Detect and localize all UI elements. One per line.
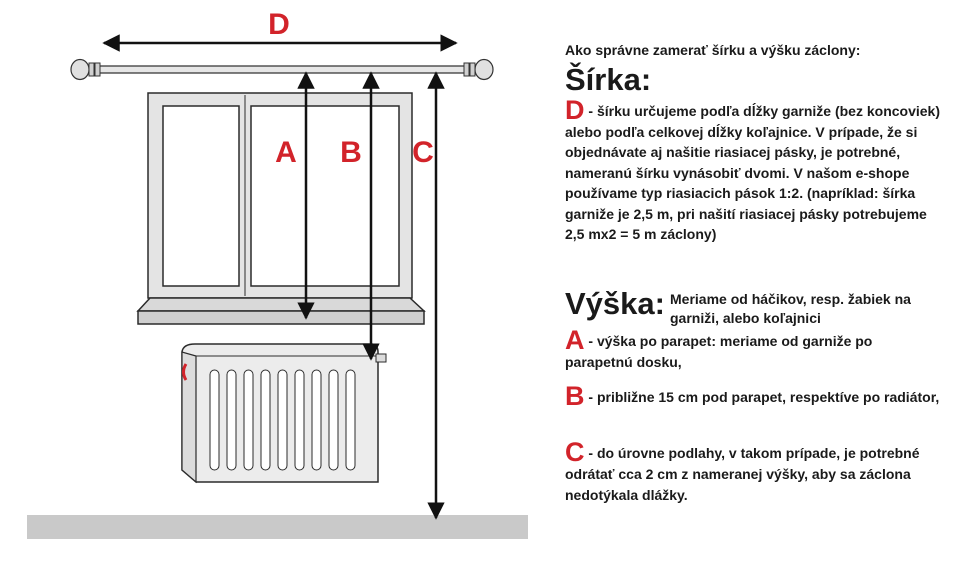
label-c: C	[412, 136, 434, 169]
width-heading: Šírka:	[565, 62, 652, 97]
label-a: A	[275, 136, 297, 169]
b-letter: B	[565, 381, 585, 411]
label-b: B	[340, 136, 362, 169]
curtain-measurement-diagram: D A B C	[27, 8, 528, 539]
d-letter: D	[565, 95, 585, 125]
c-description: C - do úrovne podlahy, v takom prípade, …	[565, 439, 940, 506]
a-description: A - výška po parapet: meriame od garniže…	[565, 327, 935, 373]
radiator	[181, 343, 387, 484]
height-description: Meriame od háčikov, resp. žabiek na garn…	[670, 291, 911, 326]
window	[147, 92, 413, 299]
label-d: D	[268, 8, 290, 41]
d-text: - šírku určujeme podľa dĺžky garniže (be…	[565, 103, 940, 242]
curtain-rod	[70, 58, 494, 81]
a-text: - výška po parapet: meriame od garniže p…	[565, 333, 873, 370]
intro-text: Ako správne zamerať šírku a výšku záclon…	[565, 42, 861, 58]
d-description: D - šírku určujeme podľa dĺžky garniže (…	[565, 97, 940, 245]
c-letter: C	[565, 437, 585, 467]
window-sill	[136, 297, 426, 325]
b-text: - približne 15 cm pod parapet, respektív…	[584, 389, 940, 405]
a-letter: A	[565, 325, 585, 355]
c-text: - do úrovne podlahy, v takom prípade, je…	[565, 445, 920, 503]
height-heading: Výška:	[565, 286, 665, 321]
b-description: B - približne 15 cm pod parapet, respekt…	[565, 383, 940, 410]
floor	[27, 515, 528, 539]
